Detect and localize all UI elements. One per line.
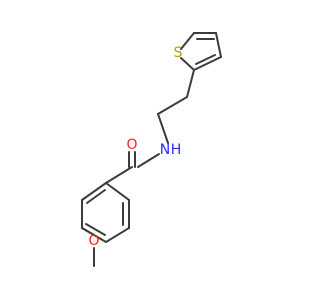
thiophene-ring <box>180 32 222 71</box>
atom-carbonyl-oxygen: O <box>126 137 137 153</box>
bond-c2-s <box>180 57 195 71</box>
benzene-bond-1 <box>105 182 130 201</box>
benzene-bond-4-inner <box>85 223 106 236</box>
atom-ether-oxygen: O <box>88 233 99 249</box>
bond-ch2-ch2 <box>157 96 188 115</box>
bond-ring-o <box>81 227 95 236</box>
bond-s-c5 <box>180 32 195 50</box>
atom-sulfur: S <box>174 45 183 61</box>
bond-n-carbonyl <box>137 153 160 168</box>
bond-c3-c2-inner <box>195 54 216 65</box>
bond-ring-ch2 <box>186 69 195 98</box>
bond-carbonyl-ring <box>105 166 133 184</box>
atom-nitrogen: N <box>160 142 170 158</box>
structure-canvas: S N H O O <box>81 32 222 267</box>
benzene-bond-6-inner <box>86 189 106 204</box>
molecule-drawing: S N H O O <box>81 32 222 267</box>
benzene-bond-6 <box>81 182 107 201</box>
bond-ch2-n <box>157 113 169 144</box>
bond-c3-c2 <box>193 56 222 71</box>
atom-hydrogen: H <box>171 142 182 158</box>
benzene-bond-3 <box>105 227 130 243</box>
bond-c4-c3 <box>215 32 222 58</box>
